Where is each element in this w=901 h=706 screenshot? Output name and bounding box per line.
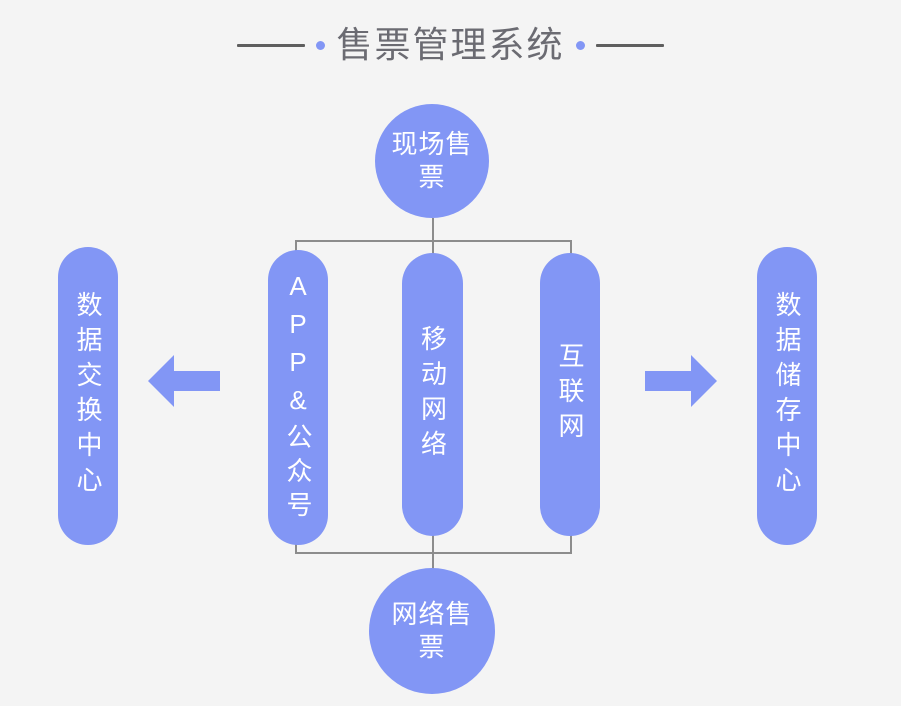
node-mobile-network[interactable]: 移动网络 (402, 253, 463, 536)
page-title: 售票管理系统 (0, 22, 901, 68)
node-onsite-ticketing[interactable]: 现场售票 (375, 104, 489, 218)
node-internet-label: 互联网 (555, 342, 585, 447)
node-internet[interactable]: 互联网 (540, 253, 600, 536)
node-data-exchange-center[interactable]: 数据交换中心 (58, 247, 118, 545)
connector-top-horizontal (295, 240, 572, 242)
connector-bottom-middle-riser (432, 534, 434, 574)
node-app-and-official-account[interactable]: APP&公众号 (268, 250, 328, 545)
node-online-ticketing[interactable]: 网络售票 (369, 568, 495, 694)
connector-bottom-horizontal (295, 552, 572, 554)
node-data-storage-center[interactable]: 数据储存中心 (757, 247, 817, 545)
node-app-and-official-account-label: APP&公众号 (283, 270, 313, 525)
title-left-dot-icon (316, 40, 326, 50)
arrow-left-icon (148, 355, 220, 407)
connector-top-middle-drop (432, 218, 434, 258)
title-left-rule (237, 43, 306, 47)
arrow-right-icon (645, 355, 717, 407)
title-right-rule (595, 43, 664, 47)
node-online-ticketing-label: 网络售票 (391, 599, 473, 662)
title-right-dot-icon (575, 40, 585, 50)
title-text: 售票管理系统 (336, 24, 565, 65)
connector-bottom-right-riser (570, 523, 572, 553)
node-data-storage-center-label: 数据储存中心 (772, 291, 802, 501)
node-onsite-ticketing-label: 现场售票 (391, 129, 473, 192)
node-data-exchange-center-label: 数据交换中心 (73, 291, 103, 501)
node-mobile-network-label: 移动网络 (417, 324, 448, 465)
